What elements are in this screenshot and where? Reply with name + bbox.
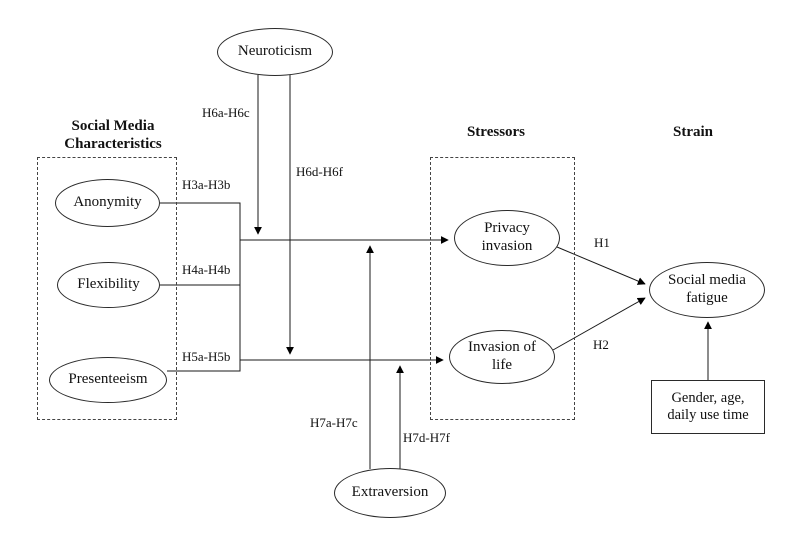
node-privacy-invasion: Privacy invasion	[454, 210, 560, 266]
node-control-variables: Gender, age, daily use time	[651, 380, 765, 434]
node-extraversion: Extraversion	[334, 468, 446, 518]
stressors-box	[430, 157, 575, 420]
invasion-of-life-label-line2: life	[492, 357, 512, 373]
node-flexibility: Flexibility	[57, 262, 160, 308]
privacy-invasion-label-line2: invasion	[481, 238, 533, 254]
neuroticism-label: Neuroticism	[237, 43, 313, 60]
edge-h2-invasion-to-fatigue	[552, 297, 646, 351]
hypothesis-h6d-h6f: H6d-H6f	[296, 164, 343, 179]
node-anonymity: Anonymity	[55, 179, 160, 227]
invasion-of-life-label-line1: Invasion of	[468, 339, 536, 356]
node-neuroticism: Neuroticism	[217, 28, 333, 76]
stressors-title: Stressors	[466, 124, 526, 140]
strain-title: Strain	[672, 124, 713, 140]
presenteeism-label: Presenteeism	[68, 371, 148, 388]
fatigue-label-line1: Social media	[668, 272, 746, 289]
privacy-invasion-label-line1: Privacy	[484, 220, 530, 237]
hypothesis-h4: H4a-H4b	[182, 262, 231, 277]
anonymity-label: Anonymity	[73, 194, 142, 211]
node-social-media-fatigue: Social media fatigue	[649, 262, 765, 318]
hypothesis-h7a-h7c: H7a-H7c	[310, 415, 358, 430]
hypothesis-h7d-h7f: H7d-H7f	[403, 430, 450, 445]
fatigue-label-line2: fatigue	[686, 290, 728, 306]
controls-label-line2: daily use time	[667, 407, 749, 423]
social-media-characteristics-title: Social Media Characteristics	[43, 117, 183, 153]
node-presenteeism: Presenteeism	[49, 357, 167, 403]
edge-h1-privacy-to-fatigue	[556, 246, 646, 285]
hypothesis-h5: H5a-H5b	[182, 349, 231, 364]
smc-title-line2: Characteristics	[64, 136, 162, 152]
controls-label-line1: Gender, age,	[671, 389, 745, 406]
smc-title-line1: Social Media	[71, 118, 155, 134]
flexibility-label: Flexibility	[77, 276, 140, 293]
hypothesis-h2: H2	[593, 337, 609, 352]
extraversion-label: Extraversion	[351, 484, 429, 501]
hypothesis-h3: H3a-H3b	[182, 177, 231, 192]
hypothesis-h6a-h6c: H6a-H6c	[202, 105, 250, 120]
node-invasion-of-life: Invasion of life	[449, 330, 555, 384]
social-media-characteristics-box	[37, 157, 177, 420]
hypothesis-h1: H1	[594, 235, 610, 250]
